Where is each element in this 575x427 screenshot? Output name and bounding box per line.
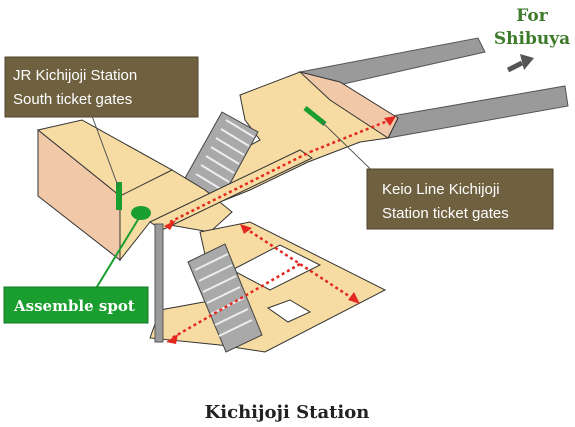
right-arrow-icon (506, 54, 534, 73)
keio-gates-callout (366, 168, 554, 230)
route-arrowhead-upper-right (384, 116, 396, 126)
direction-label-shibuya: Shibuya (494, 29, 570, 49)
track-lower (379, 85, 569, 139)
keio-gates-callout-line1: Keio Line Kichijoji (382, 181, 500, 198)
lower-concourse-hole (266, 299, 312, 323)
jr-gates-callout-line2: South ticket gates (13, 91, 132, 108)
jr-gates-callout (4, 56, 199, 118)
walking-route (169, 118, 391, 340)
lower-concourse-notch (230, 244, 322, 291)
route-arrowhead-lower-top (240, 224, 252, 234)
page-title: Kichijoji Station (205, 402, 370, 423)
support-pillar (154, 223, 164, 343)
keio-concourse-edge (298, 71, 399, 139)
upper-stair-steps (195, 119, 255, 192)
assemble-spot-marker (131, 206, 151, 220)
jr-gates-callout-line1: JR Kichijoji Station (13, 67, 137, 84)
keio-gate-marker (303, 106, 327, 126)
assemble-leader-line (94, 217, 140, 291)
assemble-callout-label: Assemble spot (13, 297, 135, 315)
route-arrowhead-lower-left (166, 334, 178, 344)
assemble-callout (3, 286, 149, 324)
jr-gate-marker (116, 182, 122, 210)
lower-stair-steps (194, 253, 253, 337)
direction-label-for: For (516, 6, 548, 26)
keio-gates-callout-line2: Station ticket gates (382, 205, 509, 222)
route-arrowhead-upper-left (164, 220, 176, 230)
jr-leader-line (91, 115, 119, 187)
route-arrowhead-lower-right (348, 292, 360, 304)
